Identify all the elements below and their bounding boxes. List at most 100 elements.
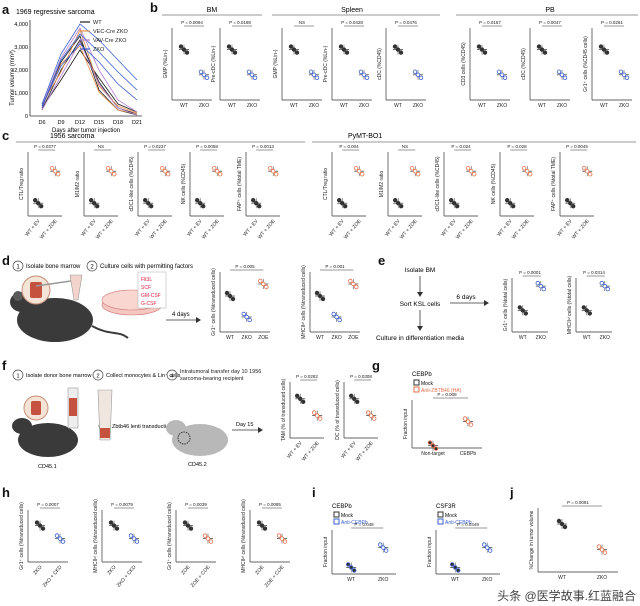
d-days: 4 days [172,312,190,318]
b-plot-5-point-0-1 [479,47,485,52]
h-plot-0-point-0-1 [37,523,43,528]
e-plot-0-pval: P = 0.0001 [519,270,541,275]
c-plot-7-ylabel: cDC1-like cells (%CD45) [435,156,441,211]
a-xtick-2: D12 [75,120,85,126]
c-plot-0-point-0-0 [33,197,38,203]
f-plot-1-pval: P = 0.0308 [350,374,372,379]
a-curve-7 [41,23,138,105]
d-plot-0-xtick-2: ZOE [258,335,269,341]
c-plot-2-ylabel: cDC1-like cells (%CD45) [129,156,135,211]
c-plot-8-xtick-1: WT + ZOE [511,218,531,240]
c-plot-9-pval: P = 0.0045 [566,144,588,149]
donor-mouse-icon [12,395,78,457]
i-plot-1-xtick-1: ZKO [482,577,492,583]
b-plot-3-point-0-2 [344,50,350,55]
h-plot-1-point-1-2 [134,539,140,544]
c-plot-0-ylabel: CTL/Treg ratio [19,168,25,200]
c-plot-0-point-1-0 [50,165,55,171]
b-plot-3-xtick-0: WT [340,103,348,109]
f-step1-marker [12,369,24,381]
panel-a-xlabel: Days after tumor injection [52,128,120,134]
f-plot-1-point-1-0 [366,410,371,415]
a-curve-6 [41,41,138,116]
e-plot-1-xtick-1: ZKO [600,335,610,341]
b-plot-7-point-0-0 [598,44,604,49]
c-plot-2-point-1-1 [162,168,168,174]
c-plot-8-point-0-1 [508,200,513,206]
c-plot-2-point-1-0 [159,165,165,171]
d-plot-0-point-2-2 [264,284,269,290]
b-plot-3-point-0-0 [338,44,344,49]
c-plot-8-point-1-1 [525,168,530,174]
c-plot-6-point-1-2 [416,171,421,177]
f-plot-0-point-1-2 [318,416,323,421]
f-plot-1-point-1-1 [369,413,374,418]
panel-a: 1969 regressive sarcoma Tumor volume (mm… [10,9,142,134]
b-plot-2-xtick-0: WT [290,103,298,109]
d-plot-0-xtick-0: WT [226,335,234,341]
h-plot-1-point-0-0 [108,520,114,525]
g-plot-point-0-2 [433,446,439,451]
h-plot-3-ylabel: MHCIIⁿⁱ cells (%transduced cells) [240,499,247,573]
g-legend-mock: Mock [421,381,433,387]
c-plot-4-point-1-2 [274,171,279,177]
a-curve-4 [41,45,138,115]
f-plot-0-point-0-1 [298,396,303,401]
d-plot-0-point-1-1 [244,314,249,320]
h-plot-0-xtick-0: ZKO [32,564,43,576]
i-legend-anti-0: Anti-CEBPb [341,520,368,526]
panel-f-schematic: 1 Isolate donor bone marrow 2 Collect mo… [12,369,263,470]
d-plot-0-point-2-1 [261,281,266,287]
b-plot-6-ylabel: cDC (%CD45) [521,48,527,80]
f-step3-text: Zbtb46 lenti transduction [112,424,172,430]
c-plot-6-point-0-1 [396,200,401,206]
i-plot-0-point-1-1 [381,545,386,550]
b-plot-2-point-0-2 [294,50,300,55]
c-plot-4-point-0-1 [254,200,259,206]
g-plot-point-0-0 [427,440,433,445]
b-plot-7-point-0-1 [601,47,607,52]
d-plot-0-point-0-2 [230,296,236,302]
b-plot-4-point-0-0 [392,44,398,49]
f-day-arrow-head [258,427,263,433]
b-plot-1-xtick-1: ZKO [247,103,257,109]
b-plot-0-ylabel: GMP (%Lin-) [163,49,169,78]
i-legend-anti-swatch-0 [333,518,340,525]
f-plot-0-point-0-0 [295,393,300,398]
i-legend-anti-swatch-1 [437,518,444,525]
b-plot-7-xtick-1: ZKO [619,103,629,109]
d-plot-1-point-2-0 [348,278,353,284]
j-plot-point-1-0 [596,544,602,549]
f-recipient: CD45.2 [188,462,207,468]
c-plot-4-point-1-0 [268,165,273,171]
c-plot-4-point-1-1 [271,168,276,174]
d-plot-1-ylabel: MHCIIⁿⁱ cells (%transduced cells) [300,265,307,339]
b-plot-3-point-1-2 [364,75,370,80]
c-plot-6-point-0-2 [399,203,404,209]
e-step-0: Isolate BM [405,267,436,274]
i-plot-0-point-1-0 [378,542,383,547]
b-plot-7-ylabel: Gr1⁺ cells (%CD45 cells) [583,36,589,92]
c-plot-1-point-1-1 [108,168,114,174]
a-xtick-5: D21 [132,120,142,126]
i-title-0: CEBPb [332,504,352,510]
b-plot-7-point-1-0 [618,69,624,74]
c-plot-1-point-0-2 [94,203,100,209]
panel-letter-i: i [312,485,316,500]
h-plot-3-point-1-2 [282,539,288,544]
d-plot-1-point-0-0 [314,290,320,296]
b-plot-5-point-1-2 [502,75,508,80]
f-plot-1-point-1-2 [372,416,377,421]
f-plot-0-point-1-0 [312,410,317,415]
a-ytick-0: 0 [25,114,28,120]
c-plot-2-xtick-1: WT + ZOE [149,218,169,240]
h-plot-3-xtick-0: ZOE [254,564,266,576]
factor-3: G-CSF [141,301,157,307]
c-plot-7-point-0-2 [455,203,460,209]
c-plot-1-point-1-0 [105,165,111,171]
a-ytick-2: 2,000 [14,68,28,74]
f-step2-num: 2 [96,374,99,380]
b-plot-0-xtick-0: WT [180,103,188,109]
i-plot-1-point-1-2 [488,548,493,553]
d-step2-num: 2 [90,265,94,271]
